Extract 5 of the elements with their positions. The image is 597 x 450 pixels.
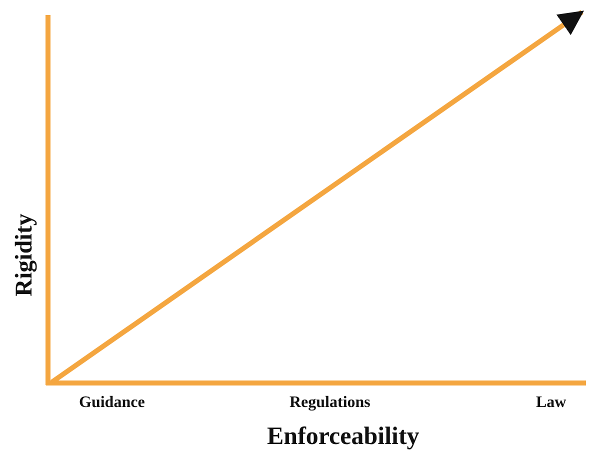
axis-title: Rigidity bbox=[12, 214, 36, 296]
category-label: Law bbox=[536, 395, 566, 411]
category-label: Guidance bbox=[79, 395, 145, 411]
axis-title: Enforceability bbox=[267, 424, 420, 448]
category-label: Regulations bbox=[290, 395, 370, 411]
